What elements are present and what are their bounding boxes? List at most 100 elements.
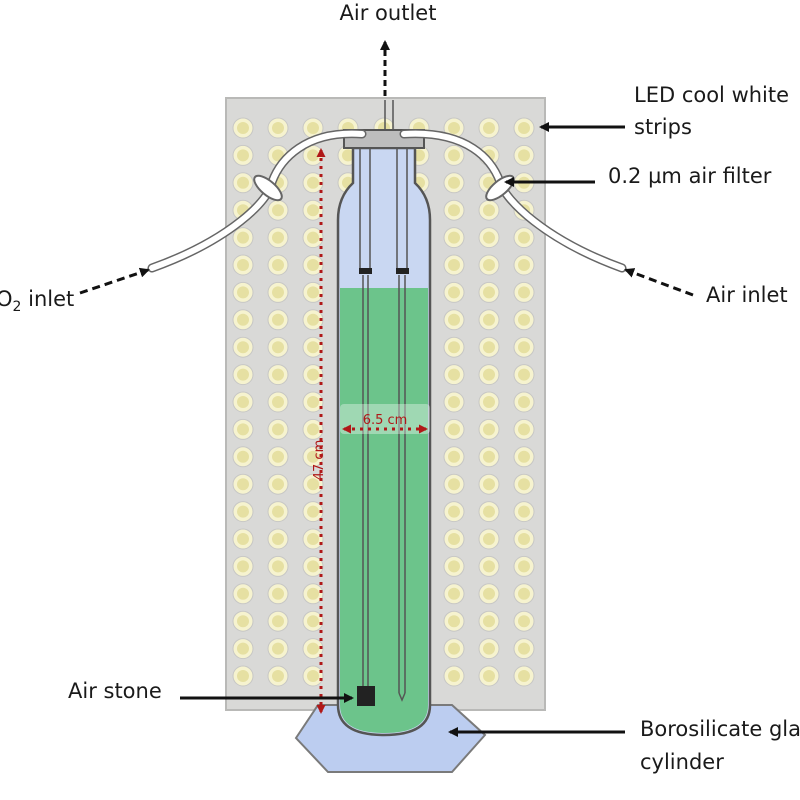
led-light-core [307,587,319,600]
led-light-core [518,313,530,326]
air-stone-label: Air stone [68,679,162,703]
led-light-core [272,204,284,217]
led-light-core [307,231,319,244]
led-light-core [272,670,284,682]
led-light-core [483,560,495,573]
led-light-core [483,313,495,326]
led-light-core [307,423,319,436]
led-light-core [518,478,530,491]
led-light-core [237,450,249,463]
led-light-core [307,478,319,491]
culture-medium [340,288,428,733]
gas-tubes [359,100,408,702]
led-light-core [237,341,249,354]
led-light-core [483,505,495,518]
air-inlet-arrow [624,268,694,297]
led-light-core [518,341,530,354]
led-light-core [272,313,284,326]
led-light-core [448,615,460,628]
led-light-core [518,231,530,244]
air-filter-left [253,174,283,202]
led-light-core [483,122,495,134]
led-light-core [342,149,354,162]
led-light-core [307,505,319,518]
led-light-core [237,231,249,244]
led-light-core [483,450,495,463]
led-light-core [272,505,284,518]
led-light-core [307,313,319,326]
led-light-core [307,286,319,299]
led-light-core [307,396,319,408]
led-light-core [448,286,460,299]
led-light-core [448,368,460,381]
led-light-core [518,505,530,518]
cylinder-label-line1: Borosilicate gla [640,717,800,741]
led-light-core [307,341,319,354]
led-light-core [448,587,460,600]
led-light-core [307,615,319,628]
led-light-core [483,587,495,600]
led-light-core [272,450,284,463]
led-light-core [237,368,249,381]
led-light-core [237,122,249,134]
led-light-core [483,204,495,217]
led-light-core [272,560,284,573]
led-light-core [448,423,460,436]
led-light-core [237,396,249,408]
led-light-core [518,533,530,545]
led-light-core [307,670,319,682]
led-light-core [448,149,460,162]
led-light-core [483,231,495,244]
led-light-core [448,176,460,189]
led-light-core [272,423,284,436]
led-light-core [272,259,284,271]
led-light-core [237,478,249,491]
air-outlet-label: Air outlet [340,1,437,25]
led-light-core [272,286,284,299]
led-light-core [237,533,249,545]
height-dimension-label: 47 cm [312,440,327,481]
led-light-core [272,615,284,628]
led-light-core [237,560,249,573]
led-light-core [448,259,460,271]
led-light-core [307,204,319,217]
led-light-core [448,670,460,682]
led-light-core [272,122,284,134]
led-light-core [307,368,319,381]
led-light-core [237,176,249,189]
led-light-core [237,587,249,600]
led-light-core [483,670,495,682]
led-light-core [483,423,495,436]
led-light-core [237,423,249,436]
led-light-core [237,149,249,162]
led-light-core [448,122,460,134]
led-light-core [237,286,249,299]
led-light-core [272,642,284,655]
air-stone [357,686,375,706]
led-light-core [518,423,530,436]
led-light-core [483,259,495,271]
led-light-core [237,313,249,326]
led-light-core [272,533,284,545]
led-light-core [448,396,460,408]
led-light-core [237,615,249,628]
led-light-core [272,478,284,491]
led-light-core [518,259,530,271]
led-light-core [483,396,495,408]
led-light-core [518,450,530,463]
led-light-core [307,533,319,545]
led-light-core [483,368,495,381]
cylinder-label-line2: cylinder [640,750,724,774]
led-light-core [272,587,284,600]
led-light-core [237,642,249,655]
led-light-core [307,149,319,162]
led-light-core [237,505,249,518]
led-light-core [518,149,530,162]
led-light-core [483,533,495,545]
led-light-core [518,560,530,573]
air-inlet-label: Air inlet [706,283,788,307]
led-light-core [518,122,530,134]
led-light-core [483,478,495,491]
led-light-core [272,341,284,354]
